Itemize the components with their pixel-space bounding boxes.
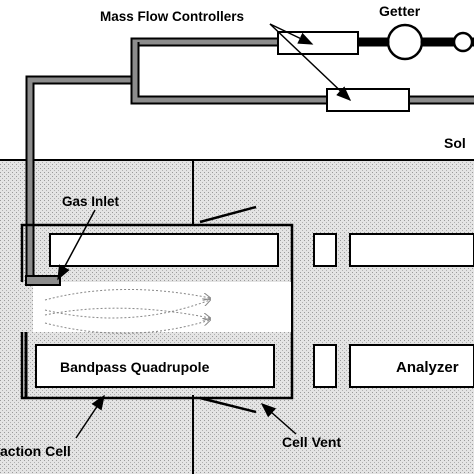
gas-inlet-label: Gas Inlet [62,194,120,209]
analyzer-prefilter-bottom [313,344,337,388]
bandpass-quadrupole-rod-bottom [35,344,275,388]
analyzer-prefilter-top [313,233,337,267]
reaction-cell-walls [20,223,294,400]
bandpass-quadrupole-label: Bandpass Quadrupole [60,359,210,375]
mass-flow-controller-2 [326,88,410,112]
mass-flow-controllers-label: Mass Flow Controllers [100,9,244,24]
annotation-arrows [57,23,352,439]
analyzer-label: Analyzer [396,359,459,376]
cell-vent-label: Cell Vent [282,434,341,450]
analyzer-rod-top [349,233,474,267]
getter-symbol [358,23,474,61]
reaction-cell-interior [33,282,291,332]
source-label: Sol [444,135,466,151]
getter-label: Getter [379,3,421,19]
gas-inlet-nozzle [25,275,61,286]
analyzer-rod-bottom [349,344,474,388]
bandpass-quadrupole-rod-top [49,233,279,267]
reaction-cell-label: action Cell [0,443,71,459]
cell-vent-lines [199,205,257,414]
ion-beam-paths [44,288,210,334]
